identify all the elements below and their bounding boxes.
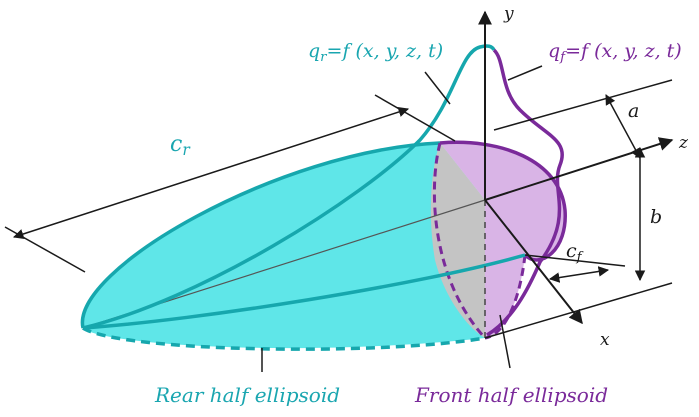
x-axis-label: x <box>600 330 610 350</box>
cf-extension <box>524 254 626 267</box>
cr-extension-bottom <box>4 226 86 273</box>
z-axis-label: z <box>679 133 688 153</box>
cf-label: cf <box>566 240 582 265</box>
front-heat-flux-curve <box>486 48 564 337</box>
b-label: b <box>650 206 663 228</box>
front-heat-flux-formula: qf=f (x, y, z, t) <box>548 40 682 65</box>
cr-label: cr <box>170 132 190 159</box>
cf-dimension-line <box>548 266 610 283</box>
rear-ellipsoid-equator <box>82 253 526 330</box>
a-label: a <box>628 100 640 122</box>
rear-formula-leader <box>424 71 451 105</box>
front-half-ellipsoid-body <box>440 142 566 338</box>
a-dimension-line <box>605 94 641 159</box>
a-extension-top <box>493 79 673 131</box>
front-caption-leader <box>499 314 511 369</box>
cross-section <box>430 143 485 338</box>
front-half-ellipsoid-caption: Front half ellipsoid <box>415 383 609 407</box>
front-ellipsoid-hidden-edge <box>432 142 487 340</box>
rear-heat-flux-formula: qr=f (x, y, z, t) <box>308 40 444 65</box>
x-axis <box>484 199 583 325</box>
cr-dimension-line <box>13 106 409 240</box>
rear-ellipsoid-hidden-edge <box>82 326 486 351</box>
front-formula-leader <box>507 65 543 81</box>
cr-extension-top <box>374 94 456 142</box>
b-extension-bottom <box>484 282 673 339</box>
rear-heat-flux-curve <box>82 44 496 330</box>
y-axis-label: y <box>504 4 514 24</box>
rear-half-ellipsoid-body <box>82 143 485 349</box>
rear-half-ellipsoid-caption: Rear half ellipsoid <box>155 383 341 407</box>
